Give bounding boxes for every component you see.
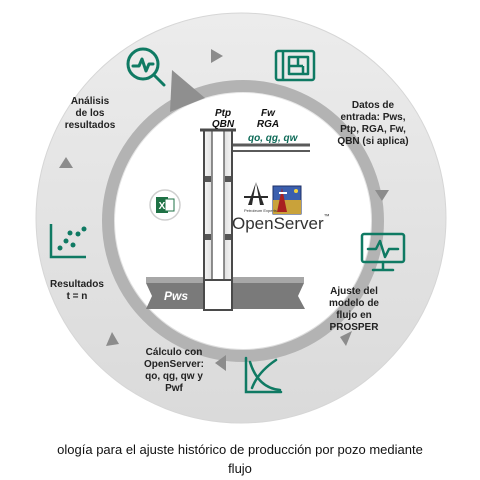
pwf-label: Pwf — [207, 289, 227, 301]
monitor-wave-icon — [360, 232, 406, 272]
step-calculo-line: qo, qg, qw y — [145, 371, 203, 382]
step-calculo-line: Cálculo con — [145, 347, 203, 358]
excel-icon: X — [149, 189, 181, 221]
step-ajuste-label: Ajuste del modelo de flujo en PROSPER — [322, 286, 386, 334]
arrow-up-left-bottom — [106, 332, 119, 346]
packer-upper — [205, 176, 211, 182]
petex-company-text: Petroleum Experts — [244, 208, 277, 213]
blueprint-icon — [274, 49, 316, 82]
inner-ring-band — [102, 80, 384, 362]
well-fw-line: RGA — [256, 119, 280, 130]
step-analisis-line: Análisis — [70, 96, 110, 107]
arrow-left-bottom — [215, 355, 226, 371]
step-datos-line: entrada: Pws, — [340, 112, 406, 123]
openserver-name: OpenServer™ — [232, 214, 330, 234]
petex-logo-icon — [244, 182, 268, 205]
step-analisis-label: Análisis de los resultados — [60, 96, 120, 132]
caption-line-2: flujo — [228, 461, 252, 476]
well-ptp-label: Ptp QBN — [205, 108, 241, 130]
step-resultados-label: Resultados t = n — [42, 279, 112, 303]
svg-text:X: X — [159, 201, 166, 212]
well-tubing — [211, 129, 225, 281]
figure-caption: ología para el ajuste histórico de produ… — [0, 440, 480, 478]
step-analisis-line: de los — [75, 108, 105, 119]
step-ajuste-line: PROSPER — [329, 322, 379, 333]
step-ajuste-line: flujo en — [336, 310, 372, 321]
pws-label: Pws — [164, 289, 189, 303]
well-rates-label: qo, qg, qw — [248, 133, 298, 144]
step-datos-line: Datos de — [351, 100, 395, 111]
openserver-name-text: OpenServer — [232, 214, 324, 233]
ipm-app-icon — [272, 185, 302, 215]
arrow-down-left-right — [340, 331, 352, 346]
well-fw-label: Fw RGA — [250, 108, 286, 130]
chart-search-icon — [126, 47, 166, 87]
step-datos-line: QBN (si aplica) — [337, 136, 409, 147]
step-resultados-line: Resultados — [50, 279, 104, 290]
step-resultados-line: t = n — [66, 291, 88, 302]
cycle-arrowhead — [170, 70, 205, 112]
step-calculo-line: OpenServer: — [143, 359, 205, 370]
scatter-chart-icon — [49, 224, 87, 259]
well-ptp-line: Ptp — [214, 108, 232, 119]
packer-lower — [205, 234, 211, 240]
curves-chart-icon — [244, 356, 283, 394]
arrow-up-left — [59, 157, 73, 168]
packer-lower-r — [225, 234, 231, 240]
well-fw-line: Fw — [261, 108, 275, 119]
arrow-right-top — [211, 49, 223, 63]
packer-upper-r — [225, 176, 231, 182]
step-datos-label: Datos de entrada: Pws, Ptp, RGA, Fw, QBN… — [330, 100, 416, 148]
well-ptp-line: QBN — [211, 119, 235, 130]
step-calculo-line: Pwf — [165, 383, 183, 394]
wellbore-bottom — [203, 279, 233, 311]
step-analisis-line: resultados — [64, 120, 116, 131]
caption-line-1: ología para el ajuste histórico de produ… — [57, 442, 423, 457]
openserver-tm: ™ — [323, 214, 330, 220]
step-calculo-label: Cálculo con OpenServer: qo, qg, qw y Pwf — [136, 347, 212, 395]
step-ajuste-line: modelo de — [328, 298, 379, 309]
step-datos-line: Ptp, RGA, Fw, — [340, 124, 406, 135]
arrow-down-right — [375, 190, 389, 201]
step-ajuste-line: Ajuste del — [330, 286, 378, 297]
